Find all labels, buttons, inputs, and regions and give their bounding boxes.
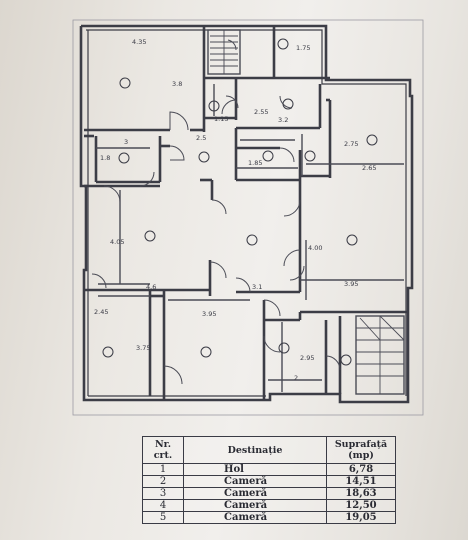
room-number-marker — [262, 150, 274, 162]
room-number-marker — [304, 150, 316, 162]
plan-frame — [72, 19, 424, 416]
staircase-top — [207, 29, 241, 75]
room-number-marker — [119, 77, 131, 89]
table-row: 3 Cameră 18,63 — [142, 487, 396, 500]
dim-label: 1.8 — [100, 154, 110, 162]
row-suprafata: 6,78 — [326, 463, 396, 476]
room-markers — [102, 38, 378, 366]
dim-label: 2.5 — [196, 134, 206, 142]
room-number-marker — [346, 234, 358, 246]
room-number-marker — [118, 152, 130, 164]
room-number-marker — [102, 346, 114, 358]
row-suprafata: 19,05 — [326, 511, 396, 524]
header-suprafata: Suprafață (mp) — [326, 436, 396, 464]
door-swings — [91, 95, 341, 385]
row-nr: 3 — [142, 487, 184, 500]
row-nr: 2 — [142, 475, 184, 488]
staircase-bottom — [355, 315, 405, 395]
dim-label: 1.15 — [214, 115, 228, 123]
row-suprafata: 18,63 — [326, 487, 396, 500]
room-number-marker — [277, 38, 289, 50]
dim-label: 2.95 — [300, 354, 314, 362]
dim-label: 2.75 — [344, 140, 358, 148]
dim-label: 3.95 — [202, 310, 216, 318]
table-row: 5 Cameră 19,05 — [142, 511, 396, 524]
room-number-marker — [144, 230, 156, 242]
room-number-marker — [366, 134, 378, 146]
dim-label: 3.2 — [278, 116, 288, 124]
row-suprafata: 14,51 — [326, 475, 396, 488]
room-number-marker — [282, 98, 294, 110]
dim-label: 3.1 — [252, 283, 262, 291]
dim-label: 4.05 — [110, 238, 124, 246]
table-row: 1 Hol 6,78 — [142, 463, 396, 476]
row-nr: 1 — [142, 463, 184, 476]
room-number-marker — [200, 346, 212, 358]
row-destinatie: Hol — [183, 463, 327, 476]
row-suprafata: 12,50 — [326, 499, 396, 512]
table-row: 2 Cameră 14,51 — [142, 475, 396, 488]
room-number-marker — [340, 354, 352, 366]
area-table: Nr. crt. Destinație Suprafață (mp) 1 Hol… — [142, 436, 396, 524]
room-number-marker — [208, 100, 220, 112]
row-destinatie: Cameră — [183, 487, 327, 500]
header-nr: Nr. crt. — [142, 436, 184, 464]
row-nr: 4 — [142, 499, 184, 512]
dim-label: 2 — [294, 374, 298, 382]
dim-label: 3.75 — [136, 344, 150, 352]
table-header-row: Nr. crt. Destinație Suprafață (mp) — [142, 436, 396, 464]
row-nr: 5 — [142, 511, 184, 524]
dim-label: 3 — [124, 138, 128, 146]
room-number-marker — [246, 234, 258, 246]
dimension-labels: 4.35 1.75 3.8 1.15 2.55 3.2 2.5 2.75 3 1… — [94, 38, 376, 382]
dim-label: 1.85 — [248, 159, 262, 167]
dim-label: 4.6 — [146, 283, 156, 291]
dim-label: 2.65 — [362, 164, 376, 172]
interior-walls — [84, 26, 408, 400]
dim-label: 4.35 — [132, 38, 146, 46]
room-number-marker — [198, 151, 210, 163]
row-destinatie: Cameră — [183, 499, 327, 512]
dim-label: 4.00 — [308, 244, 322, 252]
row-destinatie: Cameră — [183, 511, 327, 524]
table-row: 4 Cameră 12,50 — [142, 499, 396, 512]
room-number-marker — [278, 342, 290, 354]
dim-label: 2.45 — [94, 308, 108, 316]
dim-label: 3.95 — [344, 280, 358, 288]
header-destinatie: Destinație — [183, 436, 327, 464]
dim-label: 3.8 — [172, 80, 182, 88]
outer-walls — [79, 24, 414, 404]
dim-label: 2.55 — [254, 108, 268, 116]
row-destinatie: Cameră — [183, 475, 327, 488]
dim-label: 1.75 — [296, 44, 310, 52]
